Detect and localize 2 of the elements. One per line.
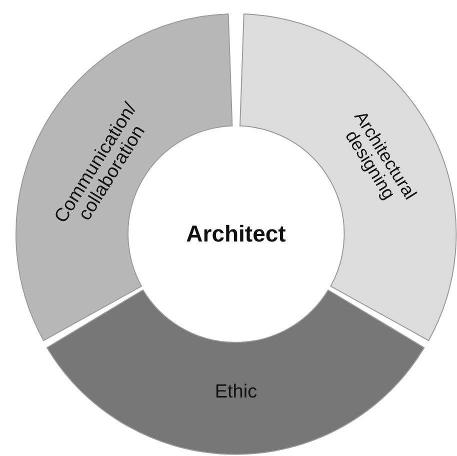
- ring-segment: [47, 290, 425, 454]
- segment-label: Ethic: [214, 382, 258, 402]
